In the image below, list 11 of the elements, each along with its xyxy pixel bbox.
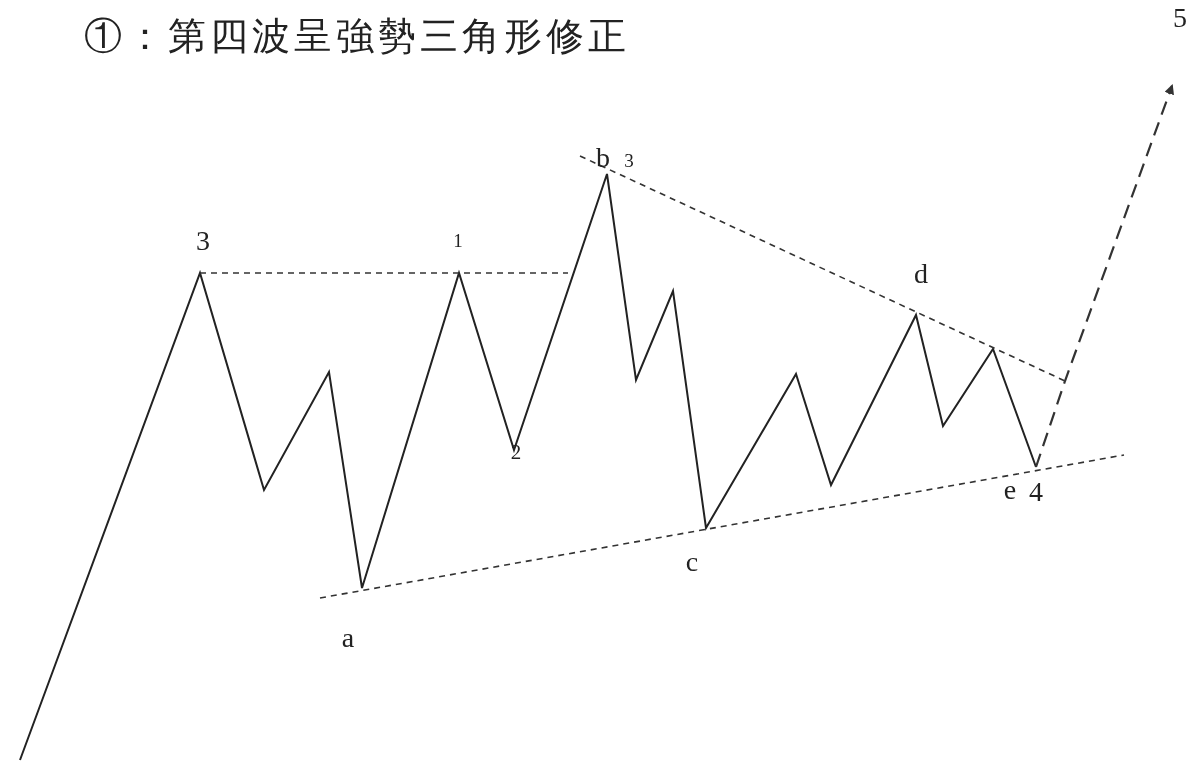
wave-label: d xyxy=(914,260,928,288)
wave-label: b xyxy=(596,144,610,172)
wave-label: a xyxy=(341,624,355,652)
wave-label: 4 xyxy=(1029,478,1043,506)
wave-label: 3 xyxy=(196,227,210,255)
wave-label: 5 xyxy=(1173,4,1187,32)
wave-label: e xyxy=(1003,476,1017,504)
chart-title: ①：第四波呈強勢三角形修正 xyxy=(84,16,630,58)
wave-label: 3 xyxy=(624,151,634,170)
wave-label: c xyxy=(685,548,699,576)
wave-label: 1 xyxy=(453,231,463,250)
